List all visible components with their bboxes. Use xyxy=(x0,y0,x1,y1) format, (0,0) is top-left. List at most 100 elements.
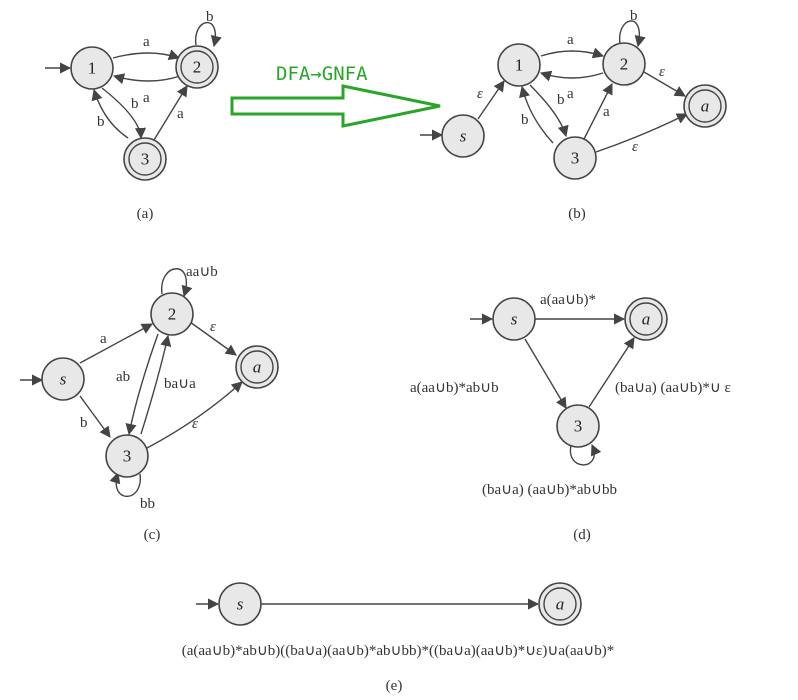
svg-text:2: 2 xyxy=(168,305,177,324)
state-1: 1 xyxy=(70,46,114,90)
svg-text:a: a xyxy=(556,595,565,614)
state-s: s xyxy=(41,357,85,401)
svg-text:s: s xyxy=(460,127,467,146)
edge-label-2-1: a xyxy=(143,90,150,106)
state-s: s xyxy=(218,582,262,626)
panel-c: a b aa∪b ab ba∪a ε ε bb s 2 3 a (c) xyxy=(20,264,279,543)
edge-s-3 xyxy=(524,338,567,409)
svg-text:3: 3 xyxy=(574,417,583,436)
edge-3-1 xyxy=(91,88,129,139)
edge-label-loop-2: aa∪b xyxy=(186,264,218,280)
state-accept: a xyxy=(624,297,668,341)
loop-2 xyxy=(195,21,222,48)
edge-label-2-3: ab xyxy=(116,369,130,385)
big-arrow-icon xyxy=(230,84,441,128)
svg-text:3: 3 xyxy=(141,150,150,169)
svg-text:a: a xyxy=(642,310,651,329)
state-3: 3 xyxy=(556,404,600,448)
caption-e: (e) xyxy=(386,678,403,694)
edge-label-s-a: a(aa∪b)* xyxy=(540,292,596,308)
loop-2 xyxy=(161,268,193,298)
edge-s-3 xyxy=(79,395,111,438)
state-accept: a xyxy=(235,345,279,389)
caption-a: (a) xyxy=(137,206,154,222)
edge-label-s-1: ε xyxy=(477,86,483,102)
edge-2-1 xyxy=(112,73,181,85)
edge-1-2 xyxy=(112,49,181,61)
edge-label-2-1: a xyxy=(567,86,574,102)
state-s: s xyxy=(492,297,536,341)
svg-text:s: s xyxy=(511,310,518,329)
edge-label-2-a: ε xyxy=(210,319,216,335)
panel-d: a(aa∪b)* a(aa∪b)*ab∪b (ba∪a) (aa∪b)*∪ ε … xyxy=(410,292,731,543)
state-2: 2 xyxy=(602,42,646,86)
panel-a: a a b b b a 1 2 3 (a) xyxy=(45,9,222,222)
panel-b: ε a a b b b a ε ε s 1 2 3 a (b) xyxy=(420,8,727,222)
loop-3 xyxy=(109,471,141,498)
caption-b: (b) xyxy=(568,206,586,222)
edge-label-loop-2: b xyxy=(630,8,638,24)
edge-label-loop-2: b xyxy=(206,9,214,25)
edge-label-3-a: ε xyxy=(632,139,638,155)
state-2: 2 xyxy=(175,45,219,89)
edge-label-loop-3: (ba∪a) (aa∪b)*ab∪bb xyxy=(482,482,617,498)
edge-1-3 xyxy=(529,84,569,138)
edge-label-3-1: b xyxy=(521,112,529,128)
edge-label-loop-3: bb xyxy=(140,496,155,512)
edge-1-3 xyxy=(101,87,147,140)
state-3: 3 xyxy=(105,434,149,478)
svg-text:s: s xyxy=(60,370,67,389)
edge-3-2 xyxy=(583,83,613,140)
edge-label-3-a: (ba∪a) (aa∪b)*∪ ε xyxy=(615,380,731,396)
edge-label-1-3: b xyxy=(557,92,565,108)
svg-text:1: 1 xyxy=(515,56,524,75)
svg-text:1: 1 xyxy=(88,59,97,78)
edge-label-3-a: ε xyxy=(192,416,198,432)
state-3: 3 xyxy=(553,136,597,180)
svg-text:2: 2 xyxy=(620,55,629,74)
edge-3-a xyxy=(588,337,635,408)
edge-1-2 xyxy=(540,47,605,59)
edge-3-1 xyxy=(519,85,554,144)
edge-label-3-2: ba∪a xyxy=(164,376,196,392)
state-1: 1 xyxy=(497,43,541,87)
edge-label-1-2: a xyxy=(143,34,150,50)
edge-3-a xyxy=(146,381,243,449)
edge-2-1 xyxy=(539,70,604,82)
edge-label-s-2: a xyxy=(100,331,107,347)
svg-text:2: 2 xyxy=(193,58,202,77)
edge-label-1-3: b xyxy=(131,96,139,112)
edge-3-2 xyxy=(140,334,172,435)
svg-text:s: s xyxy=(237,595,244,614)
edge-s-1 xyxy=(477,80,505,120)
edge-label-3-1: b xyxy=(97,114,105,130)
state-accept: a xyxy=(683,84,727,128)
edge-label-s-3: b xyxy=(80,415,88,431)
edge-3-2 xyxy=(153,85,188,141)
edge-label-3-2: a xyxy=(177,106,184,122)
conversion-arrow: DFA→GNFA xyxy=(230,63,441,128)
panel-e: s a (a(aa∪b)*ab∪b)((ba∪a)(aa∪b)*ab∪bb)*(… xyxy=(182,582,615,694)
state-accept: a xyxy=(538,582,582,626)
edge-3-a xyxy=(595,113,689,153)
edge-label-1-2: a xyxy=(567,32,574,48)
edge-label-s-a: (a(aa∪b)*ab∪b)((ba∪a)(aa∪b)*ab∪bb)*((ba∪… xyxy=(182,643,615,659)
caption-d: (d) xyxy=(573,527,591,543)
edge-label-2-a: ε xyxy=(659,64,665,80)
svg-text:3: 3 xyxy=(571,149,580,168)
state-3: 3 xyxy=(123,137,167,181)
loop-3 xyxy=(569,441,602,466)
loop-2 xyxy=(619,20,646,48)
caption-c: (c) xyxy=(144,527,161,543)
edge-label-3-2: a xyxy=(603,104,610,120)
edge-s-2 xyxy=(79,323,153,364)
svg-text:3: 3 xyxy=(123,447,132,466)
state-s: s xyxy=(441,114,485,158)
conversion-title: DFA→GNFA xyxy=(276,63,368,85)
svg-text:a: a xyxy=(253,358,262,377)
edge-label-s-3: a(aa∪b)*ab∪b xyxy=(410,380,499,396)
state-2: 2 xyxy=(150,292,194,336)
edge-2-a xyxy=(643,71,686,97)
svg-text:a: a xyxy=(701,97,710,116)
